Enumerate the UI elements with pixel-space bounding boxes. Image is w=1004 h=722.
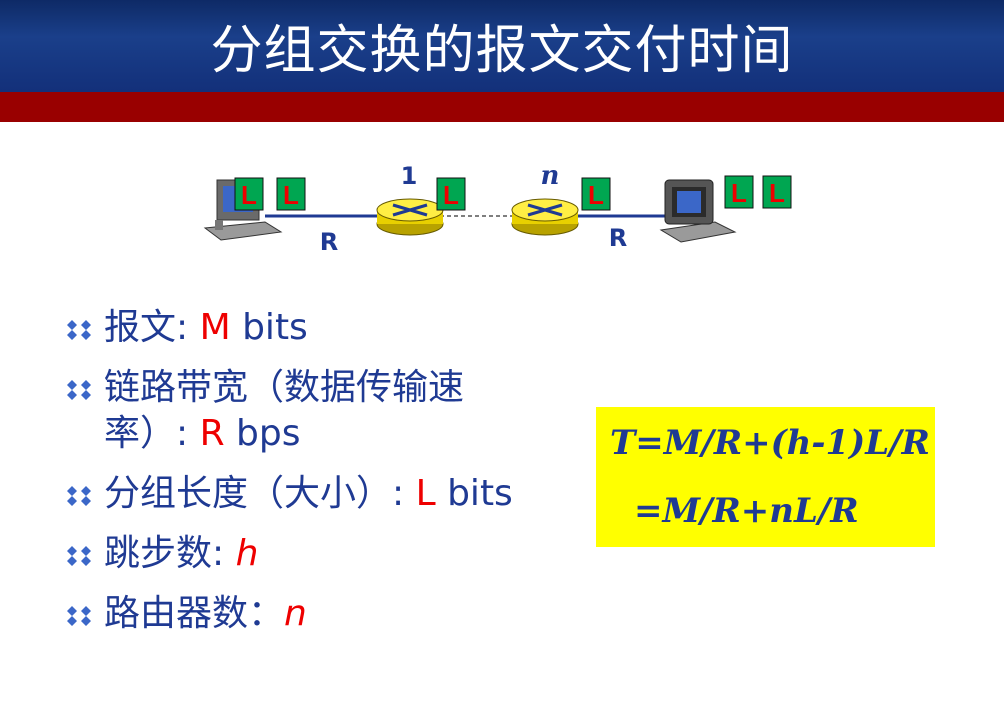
diamond-bullet-icon [67,486,91,506]
formula-line-2: =M/R+nL/R [634,491,859,531]
network-diagram: L L L L L L 1 n R R [203,161,792,256]
title-accent-band [0,92,1004,122]
hop-last-label: n [541,161,560,191]
packet-source-1 [234,177,264,211]
bullet-packet-size: 分组长度（大小）: L bits [64,471,544,517]
bullet-router-count: 路由器数：n [64,591,544,637]
packet-router-1-label: L [443,180,459,210]
diamond-bullet-icon [67,546,91,566]
slide-title: 分组交换的报文交付时间 [210,21,794,81]
router-1-icon [376,198,444,236]
router-n-icon [511,198,579,236]
packet-source-2-label: L [283,180,299,210]
diamond-bullet-icon [67,320,91,340]
packet-dest-2 [762,175,792,209]
diamond-bullet-icon [67,606,91,626]
formula-box: T=M/R+(h-1)L/R =M/R+nL/R [596,407,935,547]
formula-line-1: T=M/R+(h-1)L/R [610,423,930,463]
destination-computer-icon [659,179,737,243]
bullet-message-size: 报文: M bits [64,305,544,351]
packet-source-2 [276,177,306,211]
hop-first-label: 1 [401,162,418,190]
diamond-bullet-icon [67,380,91,400]
bullet-link-rate: 链路带宽（数据传输速率）: R bps [64,365,544,457]
title-bar [0,0,1004,92]
packet-router-1 [436,177,466,211]
parameter-list: 报文: M bits 链路带宽（数据传输速率）: R bps 分组长度（大小）:… [64,305,544,651]
packet-source-1-label: L [241,180,257,210]
packet-dest-1 [724,175,754,209]
packet-router-n-label: L [588,180,604,210]
bullet-hop-count: 跳步数: h [64,531,544,577]
link-rate-label-right: R [609,224,627,252]
packet-dest-1-label: L [731,178,747,208]
packet-router-n [581,177,611,211]
packet-dest-2-label: L [769,178,785,208]
link-rate-label-left: R [320,228,338,256]
